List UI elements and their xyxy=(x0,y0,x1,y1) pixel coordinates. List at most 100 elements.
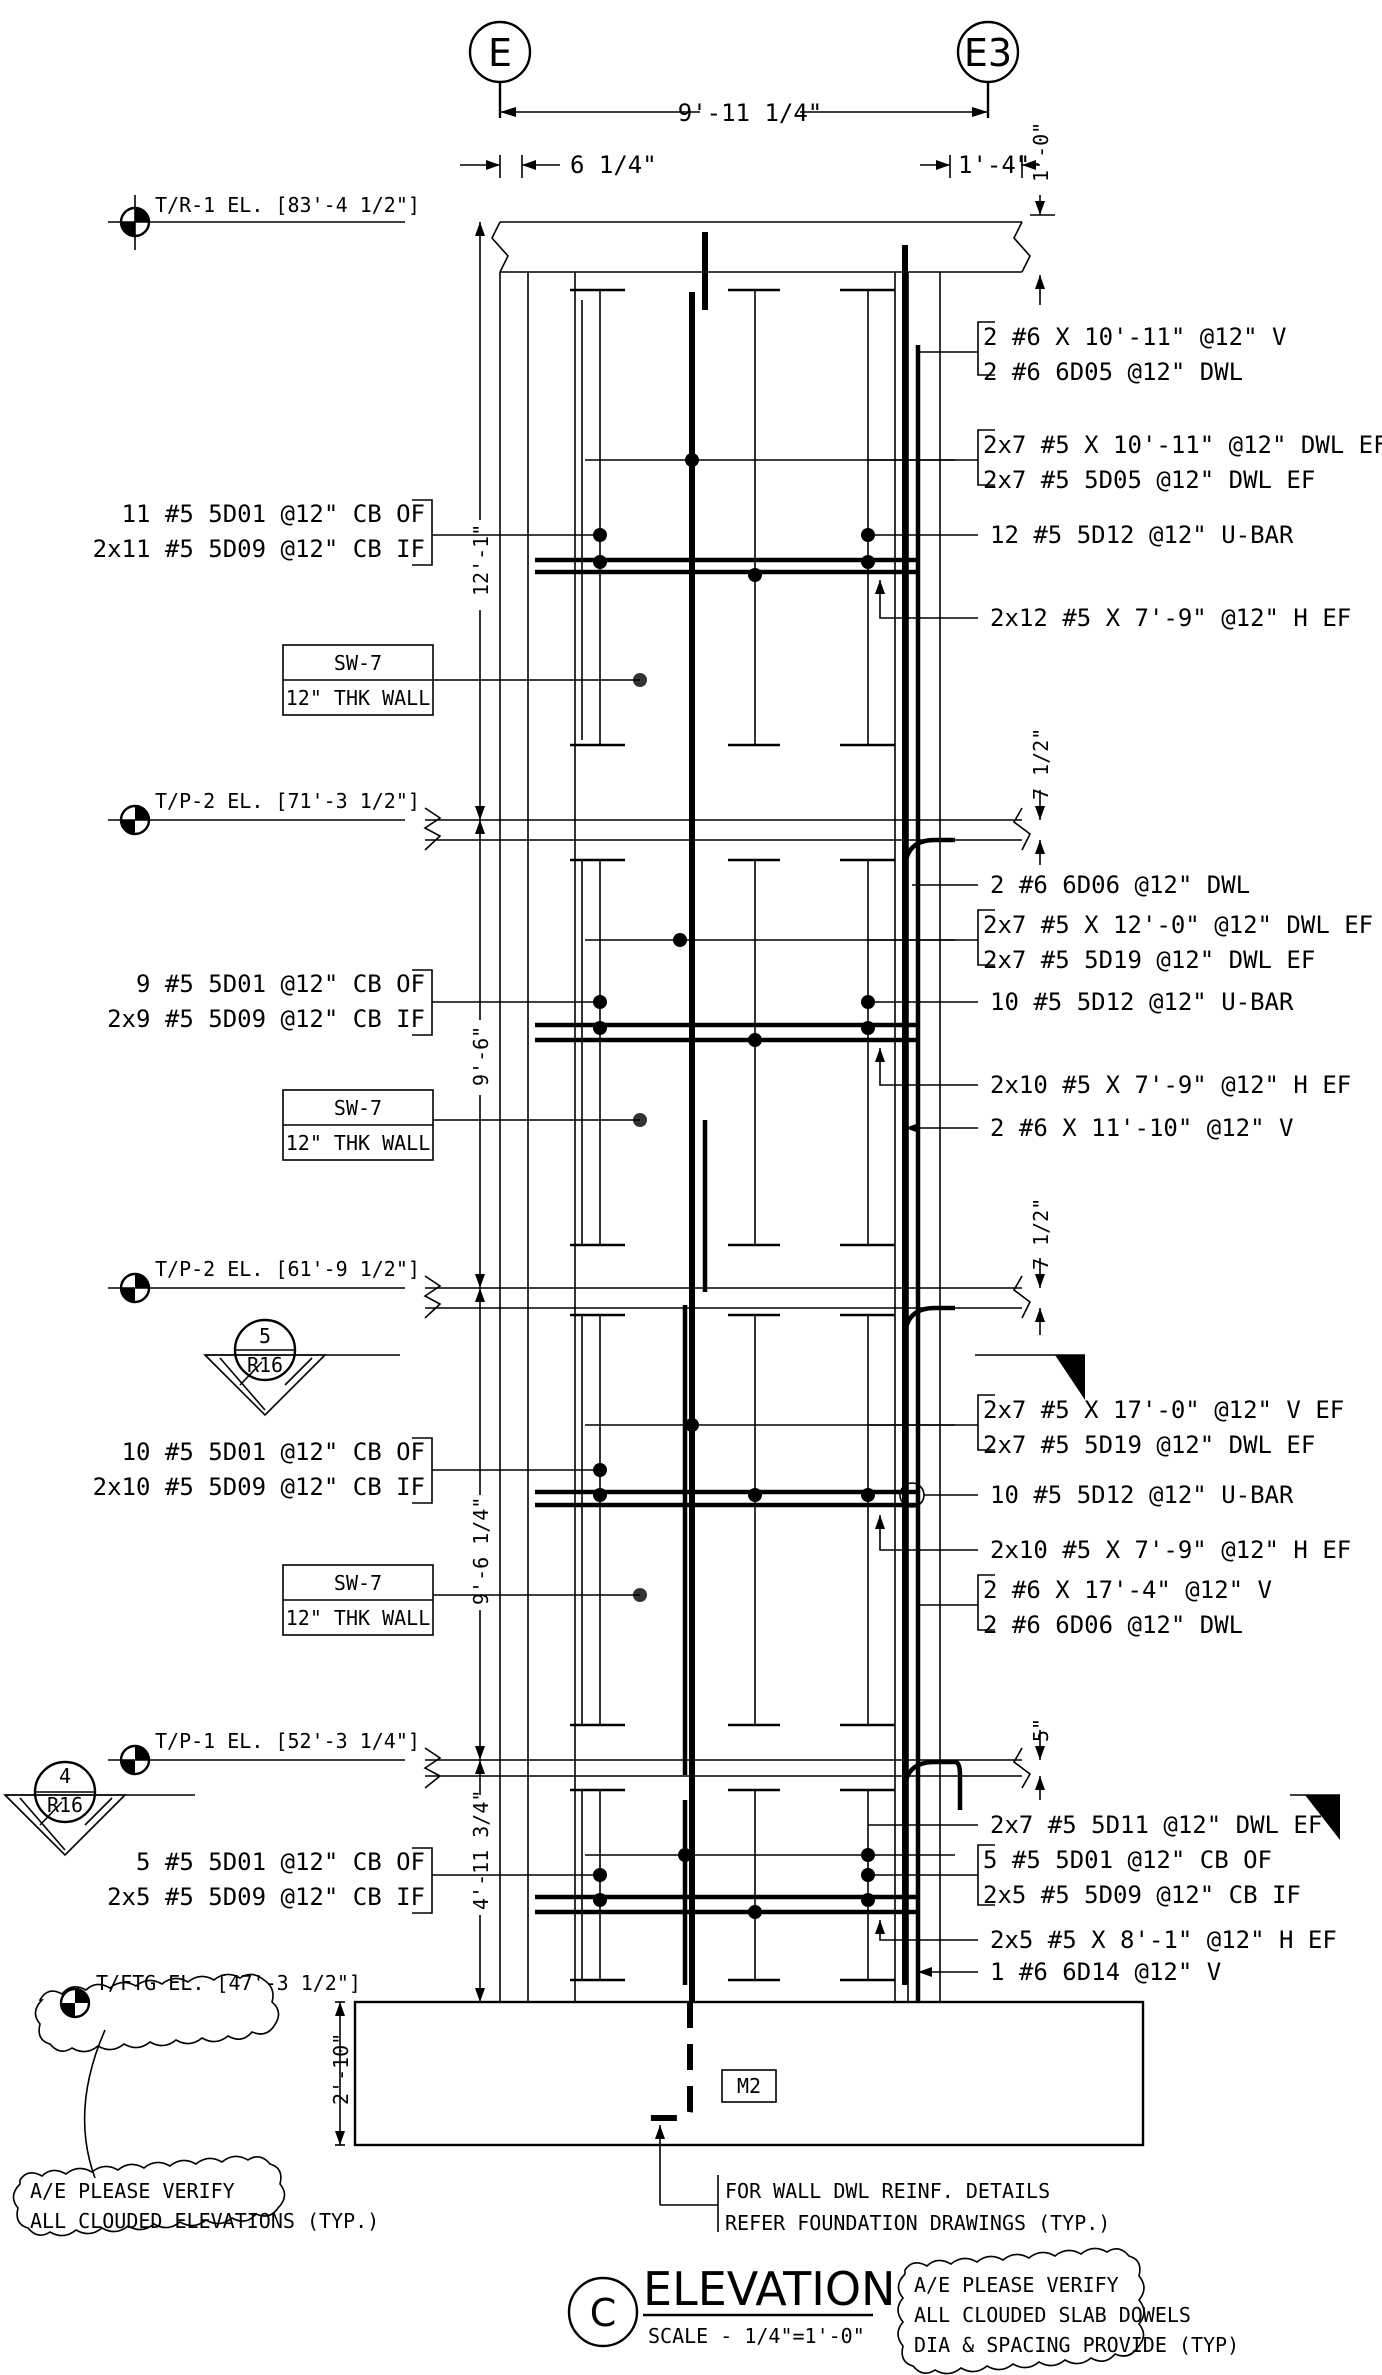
cloud-note-left-line2: ALL CLOUDED ELEVATIONS (TYP.) xyxy=(30,2209,379,2233)
left-note-4-line2: 2x5 #5 5D09 @12" CB IF xyxy=(107,1883,425,1911)
rebar-panel-3 xyxy=(535,1313,955,1727)
grid-label-e3: E3 xyxy=(964,31,1012,75)
drawing-title: C ELEVATION SCALE - 1/4"=1'-0" xyxy=(567,2262,895,2348)
dimension-overall-text: 9'-11 1/4" xyxy=(678,99,823,127)
dimension-gap-2: 9'-6" xyxy=(469,1026,493,1086)
left-note-2-line2: 2x9 #5 5D09 @12" CB IF xyxy=(107,1005,425,1033)
left-note-1-line2: 2x11 #5 5D09 @12" CB IF xyxy=(93,535,425,563)
dimension-gap-4: 4'-11 3/4" xyxy=(469,1790,493,1910)
right-note-5: 12 #5 5D12 @12" U-BAR xyxy=(990,521,1294,549)
right-note-2: 2 #6 6D05 @12" DWL xyxy=(983,358,1243,386)
wall-tag-3-name: SW-7 xyxy=(334,1571,382,1595)
right-note-16: 2x10 #5 X 7'-9" @12" H EF xyxy=(990,1536,1351,1564)
title-name: ELEVATION xyxy=(643,2262,895,2316)
section-4-num: 4 xyxy=(59,1764,71,1788)
grid-bubble-e3: E3 xyxy=(956,20,1020,118)
wall-outline xyxy=(491,221,1031,2002)
title-scale: SCALE - 1/4"=1'-0" xyxy=(648,2324,865,2348)
left-note-1-line1: 11 #5 5D01 @12" CB OF xyxy=(122,500,425,528)
left-note-2-line1: 9 #5 5D01 @12" CB OF xyxy=(136,970,425,998)
right-note-8: 2x7 #5 X 12'-0" @12" DWL EF xyxy=(983,911,1373,939)
dimension-left-offset-text: 6 1/4" xyxy=(570,151,657,179)
level-label-5: T/FTG EL. [47'-3 1/2"] xyxy=(96,1971,361,1995)
left-note-4-line1: 5 #5 5D01 @12" CB OF xyxy=(136,1848,425,1876)
footing: 2'-10" M2 xyxy=(329,2000,1145,2206)
right-note-11: 2x10 #5 X 7'-9" @12" H EF xyxy=(990,1071,1351,1099)
cloud-note-left: A/E PLEASE VERIFY ALL CLOUDED ELEVATIONS… xyxy=(12,2029,379,2237)
cloud-note-left-line1: A/E PLEASE VERIFY xyxy=(30,2179,235,2203)
left-note-3-line1: 10 #5 5D01 @12" CB OF xyxy=(122,1438,425,1466)
section-marker-5: 5 R16 xyxy=(203,1318,400,1417)
right-note-9: 2x7 #5 5D19 @12" DWL EF xyxy=(983,946,1315,974)
level-line-3: T/P-2 EL. [61'-9 1/2"] xyxy=(108,1257,1032,1319)
cloud-note-right: A/E PLEASE VERIFY ALL CLOUDED SLAB DOWEL… xyxy=(897,2247,1239,2375)
right-note-3: 2x7 #5 X 10'-11" @12" DWL EF xyxy=(983,431,1382,459)
dimension-slab-3: 5" xyxy=(1029,1718,1053,1742)
level-label-4: T/P-1 EL. [52'-3 1/4"] xyxy=(155,1729,420,1753)
wall-tag-2-thk: 12" THK WALL xyxy=(286,1131,431,1155)
dimension-top-offset-text: 1'-0" xyxy=(1029,122,1053,182)
right-note-10: 10 #5 5D12 @12" U-BAR xyxy=(990,988,1294,1016)
right-note-17: 2 #6 X 17'-4" @12" V xyxy=(983,1576,1272,1604)
dowel-note-line1: FOR WALL DWL REINF. DETAILS xyxy=(725,2179,1050,2203)
wall-tag-1: SW-7 12" THK WALL xyxy=(282,644,640,716)
right-note-4: 2x7 #5 5D05 @12" DWL EF xyxy=(983,466,1315,494)
level-label-2: T/P-2 EL. [71'-3 1/2"] xyxy=(155,789,420,813)
dowel-note-line2: REFER FOUNDATION DRAWINGS (TYP.) xyxy=(725,2211,1110,2235)
right-notes-group-2: 2 #6 6D06 @12" DWL 2x7 #5 X 12'-0" @12" … xyxy=(868,871,1373,1142)
right-note-19: 2x7 #5 5D11 @12" DWL EF xyxy=(990,1811,1322,1839)
right-note-1: 2 #6 X 10'-11" @12" V xyxy=(983,323,1286,351)
dimension-slab-1: 7 1/2" xyxy=(1029,728,1053,800)
right-note-15: 10 #5 5D12 @12" U-BAR xyxy=(990,1481,1294,1509)
dimension-slab-2: 7 1/2" xyxy=(1029,1198,1053,1270)
wall-tag-3: SW-7 12" THK WALL xyxy=(282,1564,640,1636)
left-note-1: 11 #5 5D01 @12" CB OF 2x11 #5 5D09 @12" … xyxy=(93,499,600,566)
right-notes-group-1: 2 #6 X 10'-11" @12" V 2 #6 6D05 @12" DWL… xyxy=(868,321,1382,632)
left-note-3: 10 #5 5D01 @12" CB OF 2x10 #5 5D09 @12" … xyxy=(93,1437,600,1504)
dimension-footing: 2'-10" xyxy=(329,2033,353,2105)
dimension-right-offset-text: 1'-4" xyxy=(958,151,1030,179)
dowel-note: FOR WALL DWL REINF. DETAILS REFER FOUNDA… xyxy=(717,2175,1110,2235)
rebar-panel-4 xyxy=(535,1788,955,1982)
rebar-panel-2 xyxy=(535,858,955,1247)
dimension-top-offset: 1'-0" xyxy=(1029,122,1055,305)
right-note-13: 2x7 #5 X 17'-0" @12" V EF xyxy=(983,1396,1344,1424)
left-note-4: 5 #5 5D01 @12" CB OF 2x5 #5 5D09 @12" CB… xyxy=(107,1847,600,1914)
left-note-3-line2: 2x10 #5 5D09 @12" CB IF xyxy=(93,1473,425,1501)
section-5-sheet: R16 xyxy=(247,1353,283,1377)
section-5-num: 5 xyxy=(259,1324,271,1348)
level-line-4: T/P-1 EL. [52'-3 1/4"] xyxy=(108,1729,1032,1789)
section-marker-4: 4 R16 xyxy=(3,1760,195,1857)
grid-bubble-e: E xyxy=(468,20,532,118)
level-label-1: T/R-1 EL. [83'-4 1/2"] xyxy=(155,193,420,217)
dimension-overall: 9'-11 1/4" xyxy=(500,99,988,127)
right-notes-group-4: 2x7 #5 5D11 @12" DWL EF 5 #5 5D01 @12" C… xyxy=(868,1811,1337,1986)
rebar-panel-1 xyxy=(535,288,955,747)
level-line-2: T/P-2 EL. [71'-3 1/2"] xyxy=(108,789,1032,851)
right-note-21: 2x5 #5 5D09 @12" CB IF xyxy=(983,1881,1301,1909)
level-line-1: T/R-1 EL. [83'-4 1/2"] xyxy=(108,193,420,250)
wall-tag-1-name: SW-7 xyxy=(334,651,382,675)
dimension-left-offset: 6 1/4" xyxy=(460,151,657,179)
right-notes-group-3: 2x7 #5 X 17'-0" @12" V EF 2x7 #5 5D19 @1… xyxy=(868,1394,1351,1639)
title-letter: C xyxy=(590,2291,617,2335)
section-cut-flags xyxy=(975,1354,1340,1840)
cloud-note-right-line1: A/E PLEASE VERIFY xyxy=(914,2273,1119,2297)
right-note-23: 1 #6 6D14 @12" V xyxy=(990,1958,1221,1986)
left-note-2: 9 #5 5D01 @12" CB OF 2x9 #5 5D09 @12" CB… xyxy=(107,969,600,1036)
dimension-slab-thickness: 7 1/2" 7 1/2" 5" xyxy=(1029,728,1053,1800)
wall-tag-1-thk: 12" THK WALL xyxy=(286,686,431,710)
cloud-note-right-line3: DIA & SPACING PROVIDE (TYP) xyxy=(914,2333,1239,2357)
cloud-note-right-line2: ALL CLOUDED SLAB DOWELS xyxy=(914,2303,1191,2327)
right-note-20: 5 #5 5D01 @12" CB OF xyxy=(983,1846,1272,1874)
section-4-sheet: R16 xyxy=(47,1793,83,1817)
right-note-6: 2x12 #5 X 7'-9" @12" H EF xyxy=(990,604,1351,632)
dimension-gap-3: 9'-6 1/4" xyxy=(469,1497,493,1605)
right-note-14: 2x7 #5 5D19 @12" DWL EF xyxy=(983,1431,1315,1459)
wall-tag-2-name: SW-7 xyxy=(334,1096,382,1120)
right-note-12: 2 #6 X 11'-10" @12" V xyxy=(990,1114,1293,1142)
right-note-22: 2x5 #5 X 8'-1" @12" H EF xyxy=(990,1926,1337,1954)
rebar-vertical xyxy=(682,232,963,2002)
level-label-3: T/P-2 EL. [61'-9 1/2"] xyxy=(155,1257,420,1281)
